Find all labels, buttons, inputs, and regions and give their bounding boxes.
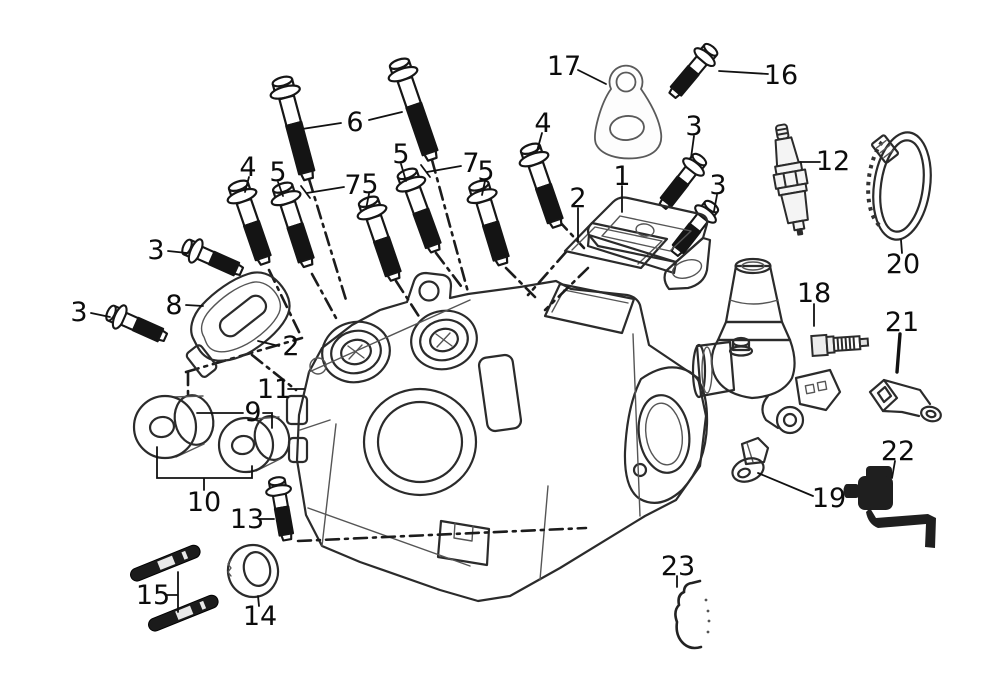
cylinder-head-illustration [285,271,709,603]
cap-nut-illustration [731,436,770,483]
callout-4b: 4 [534,108,551,139]
callout-6: 6 [346,107,363,138]
seal-ring-illustration [226,543,280,599]
bracket-illustration [868,378,942,423]
callout-5a: 5 [269,157,286,188]
callout-14: 14 [243,601,277,632]
callout-18: 18 [797,278,831,309]
callout-1: 1 [613,161,630,192]
bolt-16 [661,37,724,105]
callout-3d: 3 [70,297,87,328]
callout-7b: 7 [462,148,479,179]
thermostat-housing-illustration [691,257,870,435]
exhaust-port-flange [623,366,709,504]
bolt-13 [262,474,301,543]
temp-sensor-illustration [810,333,870,358]
callout-9: 9 [244,397,261,428]
leader-lines [90,69,903,613]
callout-16: 16 [764,60,798,91]
rocker-holder-illustration [185,271,291,378]
callout-21: 21 [885,307,919,338]
callout-17: 17 [547,51,581,82]
callout-11: 11 [257,374,291,405]
bolt-3-left-lower [101,299,172,350]
callout-15: 15 [136,580,170,611]
tensioner-plate-illustration [594,64,663,160]
mount-grommets-illustration [132,394,291,474]
callout-7a: 7 [344,170,361,201]
callout-12: 12 [816,146,850,177]
callout-20: 20 [886,249,920,280]
bolt-5-d [462,176,519,270]
bolt-5-b [351,191,411,286]
callout-4a: 4 [239,152,256,183]
spark-plug-illustration [772,123,809,236]
bolt-5-c [390,163,451,258]
callout-23: 23 [661,551,695,582]
callout-3b: 3 [709,170,726,201]
valve-boss-intake [321,320,391,384]
clamp-band-illustration [866,131,932,241]
callout-2a: 2 [569,183,586,214]
callout-10: 10 [187,487,221,518]
callout-5d: 5 [477,156,494,187]
callout-5c: 5 [392,139,409,170]
gasket-outline-illustration [674,579,711,650]
callout-22: 22 [881,436,915,467]
callout-3a: 3 [685,111,702,142]
callout-8: 8 [165,290,182,321]
stud-bolts-illustration [130,544,219,632]
valve-boss-exhaust [410,309,478,371]
callout-labels: 1 2 2 3 3 3 3 4 4 5 5 5 5 6 7 7 8 9 10 1… [70,51,920,632]
bolt-4-right [513,138,573,233]
callout-2b: 2 [282,331,299,362]
elbow-pipe-illustration [843,466,936,548]
bolt-3-left-upper [177,233,248,284]
callout-13: 13 [230,504,264,535]
combustion-bore [362,387,478,497]
callout-19: 19 [812,483,846,514]
callout-3c: 3 [147,235,164,266]
valve-cover-illustration [563,196,712,291]
callout-5b: 5 [361,169,378,200]
ear-hole [418,280,440,302]
bolt-4-left [221,175,281,270]
